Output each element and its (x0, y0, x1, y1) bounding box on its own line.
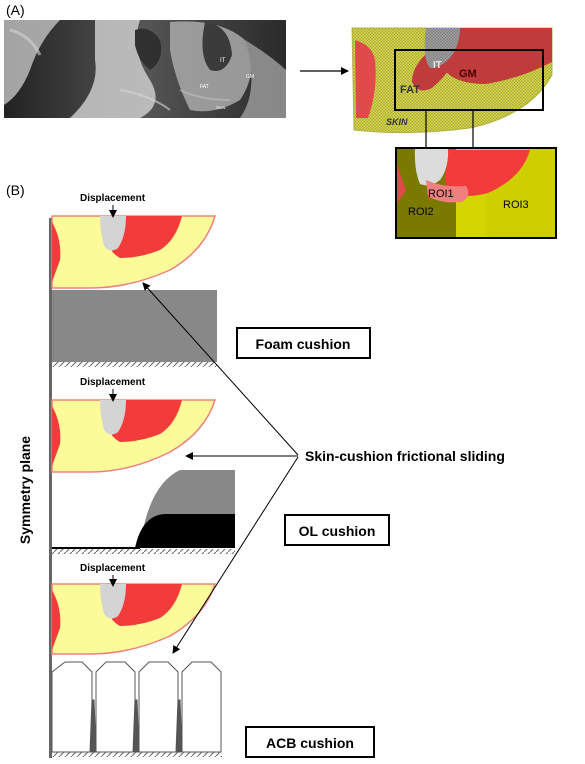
panel-a-label: (A) (6, 2, 25, 18)
fe-label-gm: GM (459, 68, 477, 80)
roi3-label: ROI3 (503, 199, 529, 211)
ol-cushion (52, 470, 235, 554)
roi2-label: ROI2 (408, 206, 434, 218)
fe-label-fat: FAT (400, 84, 420, 96)
displacement-label-3: Displacement (80, 563, 146, 574)
mri-label-fat: FAT (200, 84, 209, 90)
fe-label-it: IT (433, 60, 442, 71)
mri-label-skin: SKIN (216, 105, 225, 110)
frictional-sliding-label: Skin-cushion frictional sliding (305, 448, 505, 464)
buttock-section-ol: Displacement (51, 377, 217, 473)
mri-label-it: IT (220, 58, 226, 64)
mri-label-gm: GM (246, 74, 254, 80)
roi1-label: ROI1 (428, 188, 454, 200)
buttock-section-acb: Displacement (51, 563, 217, 655)
frictional-sliding-arrows (142, 282, 299, 654)
roi-selection-box (394, 49, 544, 111)
symmetry-plane-line (49, 218, 52, 758)
foam-cushion-label: Foam cushion (256, 336, 351, 352)
ol-cushion-label-box: OL cushion (284, 514, 390, 546)
acb-cushion-label-box: ACB cushion (245, 726, 375, 758)
fe-label-skin: SKIN (386, 117, 408, 127)
displacement-label-2: Displacement (80, 377, 146, 388)
buttock-section-foam: Displacement (51, 193, 217, 289)
mri-image: IT GM FAT SKIN (4, 20, 286, 118)
acb-cushion (51, 661, 222, 757)
foam-cushion (52, 290, 217, 367)
ol-cushion-label: OL cushion (299, 523, 376, 539)
displacement-label-1: Displacement (80, 193, 146, 204)
fe-model: IT GM FAT SKIN (351, 27, 553, 148)
panel-b-label: (B) (6, 182, 25, 198)
acb-cushion-label: ACB cushion (266, 735, 354, 751)
foam-cushion-label-box: Foam cushion (236, 327, 371, 359)
roi-zoom: ROI1 ROI2 ROI3 (395, 147, 557, 239)
symmetry-plane-label: Symmetry plane (17, 436, 33, 544)
